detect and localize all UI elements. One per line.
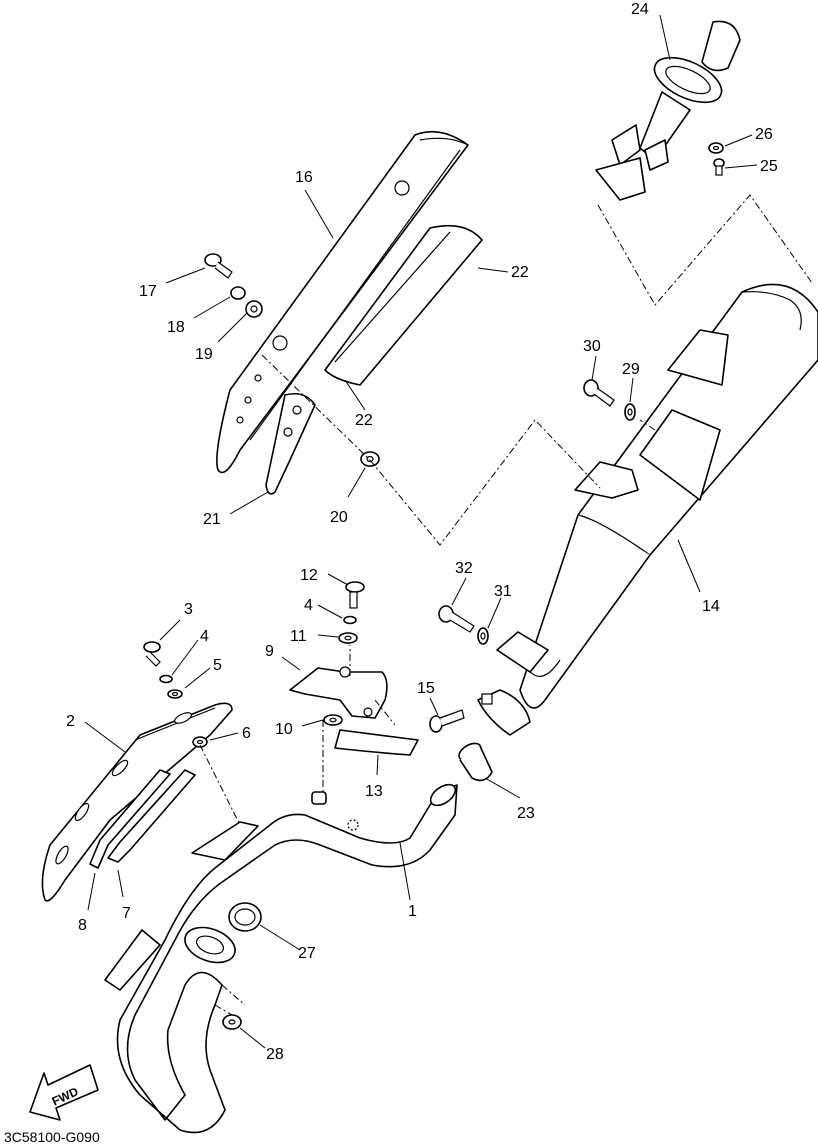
damper-13 xyxy=(334,729,419,756)
callout-6: 6 xyxy=(242,725,251,742)
bolt-30 xyxy=(583,379,615,407)
washer-26 xyxy=(708,142,724,154)
bracket-9 xyxy=(289,666,388,719)
callout-31: 31 xyxy=(494,583,512,600)
screw-17 xyxy=(204,253,233,279)
callout-1: 1 xyxy=(408,903,417,920)
callout-20: 20 xyxy=(330,509,348,526)
diagram-code: 3C58100-G090 xyxy=(4,1129,100,1145)
grommet-20 xyxy=(360,451,380,467)
callout-2: 2 xyxy=(66,713,75,730)
callout-29: 29 xyxy=(622,361,640,378)
protector-bracket-8 xyxy=(89,769,171,869)
callout-numbers: 1 2 3 4 4 5 6 7 8 9 10 11 12 13 14 15 16… xyxy=(66,1,778,1063)
callout-13: 13 xyxy=(365,783,383,800)
pipe-protector xyxy=(41,702,233,902)
callout-4: 4 xyxy=(200,628,209,645)
callout-17: 17 xyxy=(139,283,157,300)
callout-26: 26 xyxy=(755,126,773,143)
callout-24: 24 xyxy=(631,1,649,18)
leader-lines xyxy=(84,14,758,1049)
callout-15: 15 xyxy=(417,680,435,697)
assembly-lines xyxy=(199,194,813,1016)
muffler-clamp xyxy=(477,689,531,736)
gasket-23 xyxy=(458,742,493,782)
callout-28: 28 xyxy=(266,1046,284,1063)
shield-bracket xyxy=(265,392,316,495)
washer-4a xyxy=(159,674,173,684)
callout-32: 32 xyxy=(455,560,473,577)
heat-shield xyxy=(216,130,469,474)
nut-5 xyxy=(167,689,183,699)
muffler xyxy=(496,283,818,709)
callout-3: 3 xyxy=(184,601,193,618)
washer-4b xyxy=(343,615,357,625)
callout-9: 9 xyxy=(265,643,274,660)
nut-28 xyxy=(222,1014,242,1030)
callout-22b: 22 xyxy=(355,412,373,429)
washer-31 xyxy=(477,627,489,645)
nut-6 xyxy=(192,736,208,748)
bolt-12 xyxy=(345,581,365,609)
callout-12: 12 xyxy=(300,567,318,584)
callout-10: 10 xyxy=(275,721,293,738)
callout-23: 23 xyxy=(517,805,535,822)
callout-30: 30 xyxy=(583,338,601,355)
callout-19: 19 xyxy=(195,346,213,363)
bolt-3 xyxy=(143,641,161,667)
callout-11: 11 xyxy=(290,628,307,645)
callout-22: 22 xyxy=(511,264,529,281)
protector-bracket-7 xyxy=(107,769,196,863)
washer-29 xyxy=(624,403,636,421)
forward-arrow-icon: FWD xyxy=(29,1064,99,1121)
grommet-10 xyxy=(323,714,343,726)
shield-damper xyxy=(324,224,483,386)
callout-16: 16 xyxy=(295,169,313,186)
end-cap xyxy=(595,20,741,201)
grommet-19 xyxy=(245,300,263,318)
callout-4b: 4 xyxy=(304,597,313,614)
callout-18: 18 xyxy=(167,319,185,336)
grommet-11 xyxy=(338,632,358,644)
callout-8: 8 xyxy=(78,917,87,934)
callout-25: 25 xyxy=(760,158,778,175)
gasket-27 xyxy=(228,902,262,932)
bolt-15 xyxy=(429,709,465,733)
exhaust-pipe xyxy=(104,783,458,1134)
callout-5: 5 xyxy=(213,657,222,674)
screw-25 xyxy=(713,158,725,176)
callout-14: 14 xyxy=(702,598,720,615)
callout-7: 7 xyxy=(122,905,131,922)
callout-27: 27 xyxy=(298,945,316,962)
bolt-32 xyxy=(438,605,475,633)
washer-18 xyxy=(230,286,246,300)
callout-21: 21 xyxy=(203,511,221,528)
